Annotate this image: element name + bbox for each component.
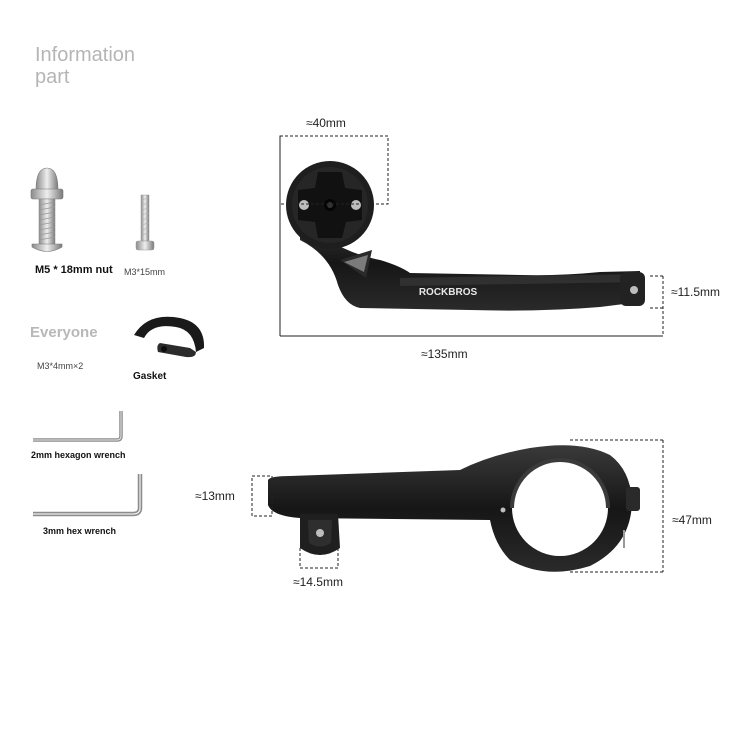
dimension-arm-thickness: ≈13mm: [195, 489, 235, 503]
wrench-3mm-label: 3mm hex wrench: [43, 526, 117, 536]
small-screw-label: M3*4mm×2: [37, 361, 84, 371]
page-title: Information part: [35, 44, 175, 88]
mount-side-view: [268, 445, 640, 572]
dimension-total-length: ≈135mm: [421, 347, 468, 361]
brand-logo: ROCKBROS: [419, 287, 478, 298]
dimension-lines: [251, 135, 664, 573]
screw-icon: [135, 194, 155, 251]
dimension-clamp-diameter: ≈47mm: [672, 513, 712, 527]
wrench-2mm-icon: [33, 411, 123, 442]
everyone-label: Everyone: [30, 324, 98, 341]
screw-label: M3*15mm: [124, 267, 166, 277]
page-title-line1: Information: [35, 44, 136, 66]
mount-top-view: [286, 161, 645, 311]
wrench-2mm-label: 2mm hexagon wrench: [31, 450, 126, 460]
bolt-label: M5 * 18mm nut: [35, 264, 113, 276]
dimension-top-width: ≈40mm: [306, 116, 346, 130]
dimension-clamp-height: ≈11.5mm: [671, 285, 721, 299]
gasket-icon: [134, 316, 205, 358]
gasket-label: Gasket: [133, 371, 167, 382]
wrench-3mm-icon: [33, 474, 143, 517]
page-title-line2: part: [35, 66, 70, 88]
bolt-icon: [30, 167, 64, 252]
dimension-mount-width: ≈14.5mm: [293, 575, 343, 589]
